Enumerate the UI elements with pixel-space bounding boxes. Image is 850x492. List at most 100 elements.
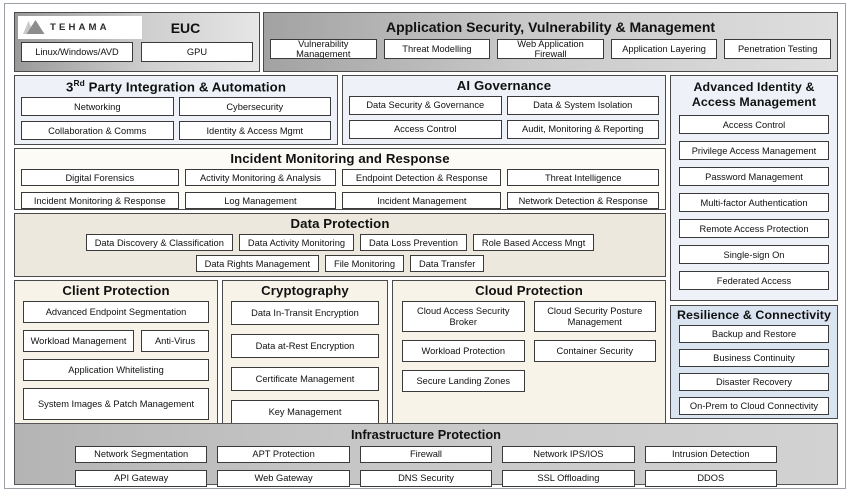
chip-single-sign-on[interactable]: Single-sign On (679, 245, 829, 265)
chip-data-at-rest-encryption[interactable]: Data at-Rest Encryption (231, 334, 379, 359)
client-protection-panel: Client Protection Advanced Endpoint Segm… (14, 280, 218, 430)
middle-region: 3Rd Party Integration & Automation Netwo… (14, 75, 838, 430)
chip-network-detection-response[interactable]: Network Detection & Response (507, 192, 659, 210)
infrastructure-protection-items: Network Segmentation APT Protection Fire… (15, 446, 837, 492)
chip-data-in-transit-encryption[interactable]: Data In-Transit Encryption (231, 301, 379, 326)
chip-on-prem-to-cloud-connectivity[interactable]: On-Prem to Cloud Connectivity (679, 397, 829, 415)
brand-name: TEHAMA (50, 22, 110, 33)
client-protection-split-row: Workload Management Anti-Virus (23, 330, 209, 353)
ai-governance-panel: AI Governance Data Security & Governance… (342, 75, 666, 146)
identity-access-items: Access Control Privilege Access Manageme… (671, 115, 837, 294)
chip-dns-security[interactable]: DNS Security (359, 470, 493, 487)
chip-advanced-endpoint-segmentation[interactable]: Advanced Endpoint Segmentation (23, 301, 209, 324)
chip-incident-management[interactable]: Incident Management (342, 192, 502, 210)
chip-certificate-management[interactable]: Certificate Management (231, 367, 379, 392)
data-protection-row-2: Data Rights Management File Monitoring D… (15, 255, 665, 276)
chip-application-layering[interactable]: Application Layering (610, 39, 718, 59)
chip-activity-monitoring-analysis[interactable]: Activity Monitoring & Analysis (184, 169, 337, 187)
chip-penetration-testing[interactable]: Penetration Testing (724, 39, 831, 59)
chip-business-continuity[interactable]: Business Continuity (679, 349, 829, 367)
chip-incident-monitoring-response[interactable]: Incident Monitoring & Response (21, 192, 179, 210)
chip-remote-access-protection[interactable]: Remote Access Protection (679, 219, 829, 239)
chip-api-gateway[interactable]: API Gateway (75, 470, 208, 487)
chip-workload-management[interactable]: Workload Management (23, 330, 135, 353)
chip-apt-protection[interactable]: APT Protection (217, 446, 350, 463)
chip-data-loss-prevention[interactable]: Data Loss Prevention (360, 234, 467, 252)
third-party-title-superscript: Rd (73, 78, 85, 88)
chip-web-gateway[interactable]: Web Gateway (217, 470, 350, 487)
chip-data-system-isolation[interactable]: Data & System Isolation (506, 96, 659, 115)
data-protection-title: Data Protection (290, 216, 390, 232)
chip-web-application-firewall[interactable]: Web Application Firewall (497, 39, 604, 59)
identity-access-title: Advanced Identity & Access Management (691, 80, 817, 110)
chip-endpoint-detection-response[interactable]: Endpoint Detection & Response (342, 169, 502, 187)
chip-access-control-ai[interactable]: Access Control (349, 120, 502, 139)
application-security-title: Application Security, Vulnerability & Ma… (385, 19, 716, 35)
chip-log-management[interactable]: Log Management (184, 192, 337, 210)
right-column: Advanced Identity & Access Management Ac… (670, 75, 838, 419)
infrastructure-protection-title: Infrastructure Protection (350, 427, 502, 442)
euc-title: EUC (170, 19, 201, 36)
ai-governance-items: Data Security & Governance Data & System… (343, 96, 665, 143)
chip-cybersecurity[interactable]: Cybersecurity (178, 97, 331, 117)
chip-vulnerability-management[interactable]: Vulnerability Management (270, 39, 377, 59)
incident-monitoring-items: Digital Forensics Activity Monitoring & … (15, 169, 665, 213)
chip-data-activity-monitoring[interactable]: Data Activity Monitoring (238, 234, 355, 252)
chip-key-management[interactable]: Key Management (231, 400, 379, 425)
chip-workload-protection[interactable]: Workload Protection (402, 340, 525, 363)
chip-application-whitelisting[interactable]: Application Whitelisting (23, 359, 209, 382)
chip-audit-monitoring-reporting[interactable]: Audit, Monitoring & Reporting (506, 120, 659, 139)
chip-access-control-iam[interactable]: Access Control (679, 115, 829, 135)
chip-data-rights-management[interactable]: Data Rights Management (195, 255, 320, 273)
cryptography-panel: Cryptography Data In-Transit Encryption … (222, 280, 388, 430)
diagram-frame: TEHAMA EUC Linux/Windows/AVD GPU Applica… (4, 3, 846, 489)
chip-ddos[interactable]: DDOS (644, 470, 777, 487)
chip-intrusion-detection[interactable]: Intrusion Detection (644, 446, 777, 463)
client-protection-items: Advanced Endpoint Segmentation Workload … (15, 301, 217, 424)
data-protection-panel: Data Protection Data Discovery & Classif… (14, 213, 666, 278)
chip-threat-modelling[interactable]: Threat Modelling (383, 39, 491, 59)
chip-ssl-offloading[interactable]: SSL Offloading (502, 470, 635, 487)
chip-linux-windows-avd[interactable]: Linux/Windows/AVD (21, 42, 133, 62)
incident-monitoring-panel: Incident Monitoring and Response Digital… (14, 148, 666, 213)
third-party-panel: 3Rd Party Integration & Automation Netwo… (14, 75, 338, 146)
chip-backup-and-restore[interactable]: Backup and Restore (679, 325, 829, 343)
top-row: TEHAMA EUC Linux/Windows/AVD GPU Applica… (14, 12, 838, 72)
euc-header: TEHAMA EUC (15, 13, 259, 42)
chip-anti-virus[interactable]: Anti-Virus (141, 330, 209, 353)
chip-federated-access[interactable]: Federated Access (679, 271, 829, 291)
third-party-and-ai-row: 3Rd Party Integration & Automation Netwo… (14, 75, 666, 146)
chip-container-security[interactable]: Container Security (533, 340, 656, 363)
chip-network-ips-ios[interactable]: Network IPS/IOS (502, 446, 635, 463)
chip-privilege-access-management[interactable]: Privilege Access Management (679, 141, 829, 161)
chip-digital-forensics[interactable]: Digital Forensics (21, 169, 179, 187)
chip-networking[interactable]: Networking (21, 97, 174, 117)
chip-data-discovery-classification[interactable]: Data Discovery & Classification (85, 234, 233, 252)
chip-gpu[interactable]: GPU (141, 42, 253, 62)
third-party-title: 3Rd Party Integration & Automation (15, 76, 337, 97)
chip-identity-access-mgmt[interactable]: Identity & Access Mgmt (178, 121, 331, 141)
chip-cloud-access-security-broker[interactable]: Cloud Access Security Broker (402, 301, 525, 333)
chip-threat-intelligence[interactable]: Threat Intelligence (507, 169, 659, 187)
cryptography-items: Data In-Transit Encryption Data at-Rest … (223, 301, 387, 428)
cloud-protection-panel: Cloud Protection Cloud Access Security B… (392, 280, 666, 430)
chip-network-segmentation[interactable]: Network Segmentation (75, 446, 208, 463)
resilience-panel: Resilience & Connectivity Backup and Res… (670, 305, 838, 419)
chip-disaster-recovery[interactable]: Disaster Recovery (679, 373, 829, 391)
chip-data-security-governance[interactable]: Data Security & Governance (349, 96, 502, 115)
chip-password-management[interactable]: Password Management (679, 167, 829, 187)
chip-cloud-security-posture-management[interactable]: Cloud Security Posture Management (533, 301, 656, 333)
chip-data-transfer[interactable]: Data Transfer (410, 255, 485, 273)
chip-system-images-patch-management[interactable]: System Images & Patch Management (23, 388, 209, 421)
chip-role-based-access-mngt[interactable]: Role Based Access Mngt (472, 234, 595, 252)
client-protection-title: Client Protection (62, 283, 170, 299)
data-protection-row-1: Data Discovery & Classification Data Act… (15, 234, 665, 255)
chip-multi-factor-authentication[interactable]: Multi-factor Authentication (679, 193, 829, 213)
chip-secure-landing-zones[interactable]: Secure Landing Zones (402, 370, 525, 393)
chip-collaboration-comms[interactable]: Collaboration & Comms (21, 121, 174, 141)
chip-file-monitoring[interactable]: File Monitoring (325, 255, 405, 273)
third-party-title-rest: Party Integration & Automation (84, 79, 286, 95)
application-security-items: Vulnerability Management Threat Modellin… (264, 39, 837, 63)
chip-firewall[interactable]: Firewall (359, 446, 493, 463)
infrastructure-protection-panel: Infrastructure Protection Network Segmen… (14, 423, 838, 487)
